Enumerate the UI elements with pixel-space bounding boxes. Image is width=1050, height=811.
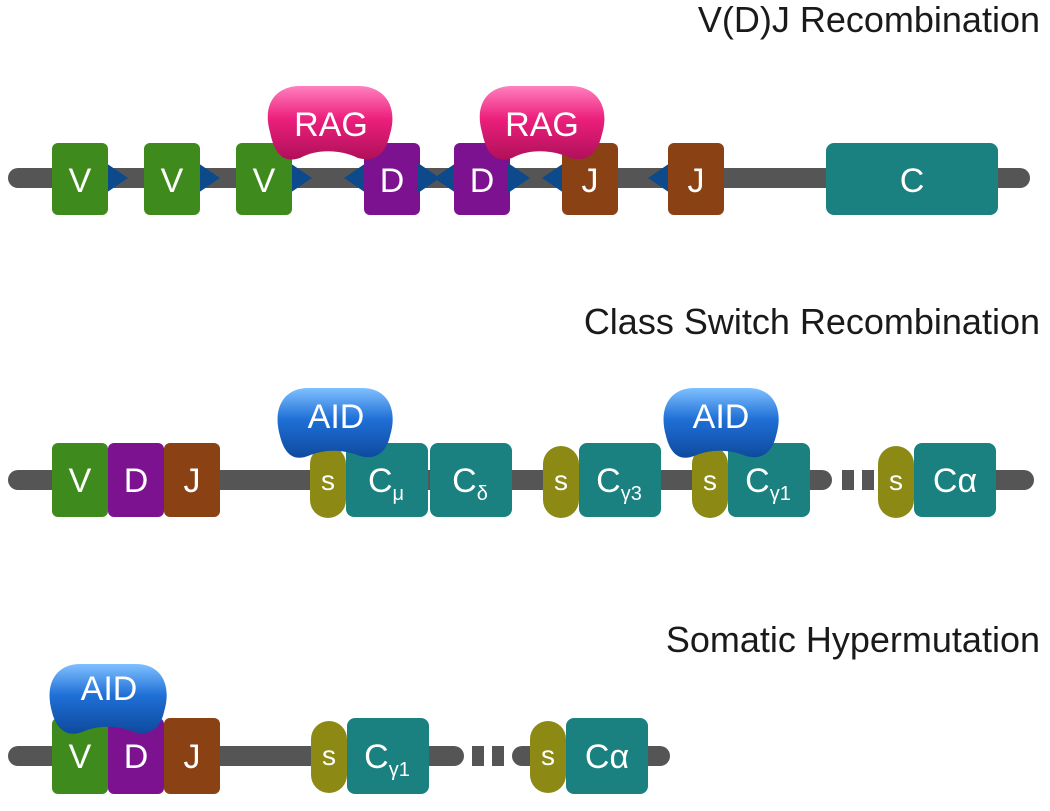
rss-triangle	[418, 163, 440, 193]
csr-dna-gap-dash	[842, 470, 854, 490]
c-gamma1-label: Cγ1	[745, 462, 791, 505]
vdj-panel: V(D)J Recombination V V V D	[8, 0, 1040, 215]
c-delta-label: Cδ	[452, 462, 488, 505]
c-mu-label: Cμ	[368, 462, 404, 505]
vdj-c-segment: C	[826, 143, 998, 215]
csr-switch-gamma1: s	[692, 446, 728, 518]
vdj-j-segment-2: J	[648, 143, 724, 215]
aid-enzyme-2: AID	[663, 388, 779, 458]
segment-label: D	[380, 162, 405, 200]
switch-label: s	[321, 465, 335, 496]
rag-label: RAG	[505, 106, 579, 144]
rag-enzyme-2: RAG	[479, 86, 605, 160]
aid-enzyme-3: AID	[49, 664, 167, 734]
segment-label: V	[69, 162, 92, 200]
aid-label: AID	[81, 670, 138, 708]
vdj-v-segment-1: V	[52, 143, 128, 215]
shm-switch-gamma1: s	[311, 721, 347, 793]
segment-label: J	[184, 462, 201, 500]
aid-enzyme-1: AID	[277, 388, 393, 458]
aid-label: AID	[308, 398, 365, 436]
switch-label: s	[554, 465, 568, 496]
switch-label: s	[703, 465, 717, 496]
shm-dna-gap-dash	[472, 746, 484, 766]
shm-j-segment: J	[164, 718, 220, 794]
csr-switch-gamma3: s	[543, 446, 579, 518]
rag-enzyme-1: RAG	[267, 86, 393, 160]
vdj-j-segment-1: J	[542, 143, 618, 215]
rss-triangle	[106, 163, 128, 193]
csr-switch-mu: s	[310, 446, 346, 518]
segment-label: V	[161, 162, 184, 200]
csr-dna-gap-dash	[862, 470, 874, 490]
rss-triangle	[648, 163, 670, 193]
vdj-v-segment-2: V	[144, 143, 220, 215]
segment-label: D	[124, 462, 149, 500]
vdj-title: V(D)J Recombination	[698, 0, 1040, 40]
shm-c-gamma1-segment: Cγ1	[347, 718, 429, 794]
segment-label: V	[69, 462, 92, 500]
shm-title: Somatic Hypermutation	[666, 619, 1040, 660]
switch-label: s	[541, 740, 555, 771]
segment-label: J	[582, 162, 599, 200]
csr-c-delta-segment: Cδ	[430, 443, 512, 517]
csr-switch-alpha: s	[878, 446, 914, 518]
rss-triangle	[542, 163, 564, 193]
vdj-d-segment-1: D	[344, 143, 440, 215]
shm-dna-gap-dash	[492, 746, 504, 766]
vdj-d-segment-2: D	[434, 143, 530, 215]
csr-v-segment: V	[52, 443, 108, 517]
c-alpha-label: Cα	[933, 462, 977, 500]
segment-label: C	[900, 162, 925, 200]
rss-triangle	[198, 163, 220, 193]
rag-label: RAG	[294, 106, 368, 144]
c-alpha-label: Cα	[585, 738, 629, 776]
switch-label: s	[322, 740, 336, 771]
segment-label: J	[184, 738, 201, 776]
segment-label: D	[470, 162, 495, 200]
csr-j-segment: J	[164, 443, 220, 517]
rss-triangle	[434, 163, 456, 193]
c-gamma1-label: Cγ1	[364, 738, 410, 781]
csr-title: Class Switch Recombination	[584, 301, 1040, 342]
segment-label: J	[688, 162, 705, 200]
csr-c-alpha-segment: Cα	[914, 443, 996, 517]
shm-c-alpha-segment: Cα	[566, 718, 648, 794]
csr-d-segment: D	[108, 443, 164, 517]
rss-triangle	[290, 163, 312, 193]
shm-d-segment: D	[108, 718, 164, 794]
csr-c-mu-segment: Cμ	[346, 443, 428, 517]
vdj-v-segment-3: V	[236, 143, 312, 215]
csr-c-gamma1-segment: Cγ1	[728, 443, 810, 517]
aid-label: AID	[693, 398, 750, 436]
csr-panel: Class Switch Recombination V D J s Cμ C	[8, 301, 1040, 518]
rss-triangle	[508, 163, 530, 193]
shm-v-segment: V	[52, 718, 108, 794]
shm-panel: Somatic Hypermutation V D J s Cγ1 s	[8, 619, 1040, 794]
shm-switch-alpha: s	[530, 721, 566, 793]
rss-triangle	[344, 163, 366, 193]
segment-label: V	[69, 738, 92, 776]
c-gamma3-label: Cγ3	[596, 462, 642, 505]
segment-label: D	[124, 738, 149, 776]
csr-c-gamma3-segment: Cγ3	[579, 443, 661, 517]
switch-label: s	[889, 465, 903, 496]
segment-label: V	[253, 162, 276, 200]
